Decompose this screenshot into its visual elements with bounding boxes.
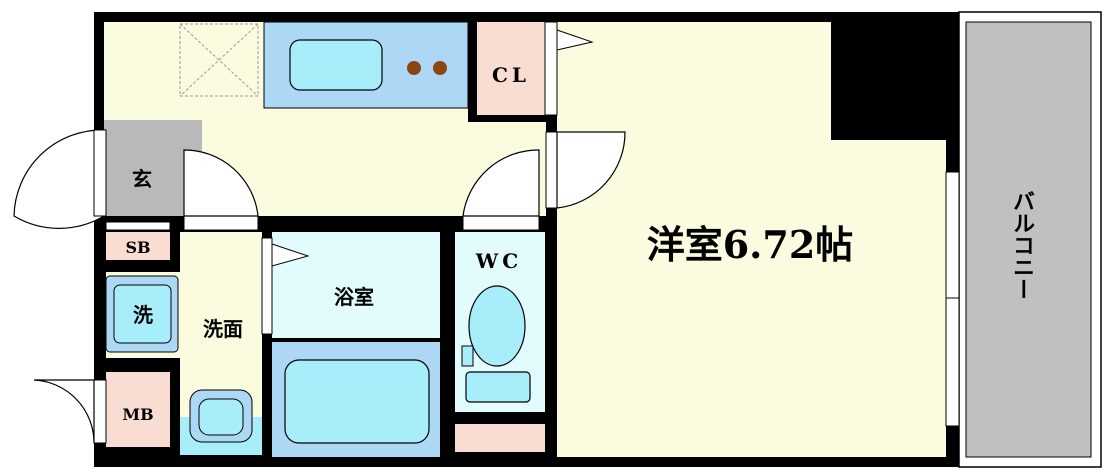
closet-floor: [477, 22, 545, 115]
western-room-floor-extension: [831, 140, 946, 457]
toilet-bowl: [468, 285, 526, 367]
room-door-opening: [545, 131, 558, 209]
washing-machine-drain: [113, 284, 172, 344]
entrance-label: 玄: [132, 167, 152, 191]
toilet-label: WC: [475, 249, 522, 273]
shoe-box-top: [105, 221, 171, 231]
stove-burner-right: [433, 61, 447, 75]
entrance-door-gap: [93, 129, 107, 217]
structural-column: [831, 12, 959, 140]
refrigerator-cross-b: [179, 23, 259, 97]
western-room-label: 洋室6.72帖: [647, 222, 854, 267]
bathroom-floor: [272, 232, 440, 338]
balcony-floor: [965, 21, 1092, 458]
kitchen-sink: [289, 39, 383, 91]
washing-machine-label: 洗: [133, 303, 153, 327]
meter-box-door-gap: [93, 379, 107, 444]
toilet-paper-holder: [461, 345, 474, 367]
closet-door-icon: [556, 29, 594, 51]
bathroom-label: 浴室: [334, 285, 374, 309]
bathtub-basin: [284, 359, 430, 444]
wash-basin-bowl: [198, 398, 244, 436]
closet-door-track: [544, 21, 558, 116]
washroom-door-swing-icon: [183, 149, 259, 217]
stove-burner-left: [407, 61, 421, 75]
entrance-door-swing-icon: [13, 129, 105, 229]
meter-box-label: MB: [122, 405, 153, 424]
washroom-label: 洗面: [203, 317, 243, 341]
balcony-label: バルコニー: [1009, 190, 1035, 300]
toilet-door-gap: [462, 215, 540, 231]
room-door-swing-icon: [556, 131, 626, 209]
entrance-step: [104, 150, 184, 216]
bathroom-door-icon: [271, 243, 310, 267]
bathroom-door-track: [261, 237, 273, 335]
toilet-tank: [465, 371, 531, 403]
meter-box: [106, 372, 170, 447]
washroom-floor: [180, 232, 262, 417]
meter-box-door-swing-icon: [33, 379, 95, 444]
balcony-window-frame: [945, 171, 960, 427]
refrigerator-cross-a: [179, 23, 259, 97]
washroom-door-gap: [183, 215, 259, 231]
toilet-door-swing-icon: [462, 149, 540, 217]
shoe-box: [106, 232, 170, 260]
shoe-box-label: SB: [125, 238, 150, 257]
toilet-lower-cabinet: [455, 424, 545, 452]
closet-label: CL: [492, 63, 530, 87]
western-room-floor: [557, 22, 831, 457]
